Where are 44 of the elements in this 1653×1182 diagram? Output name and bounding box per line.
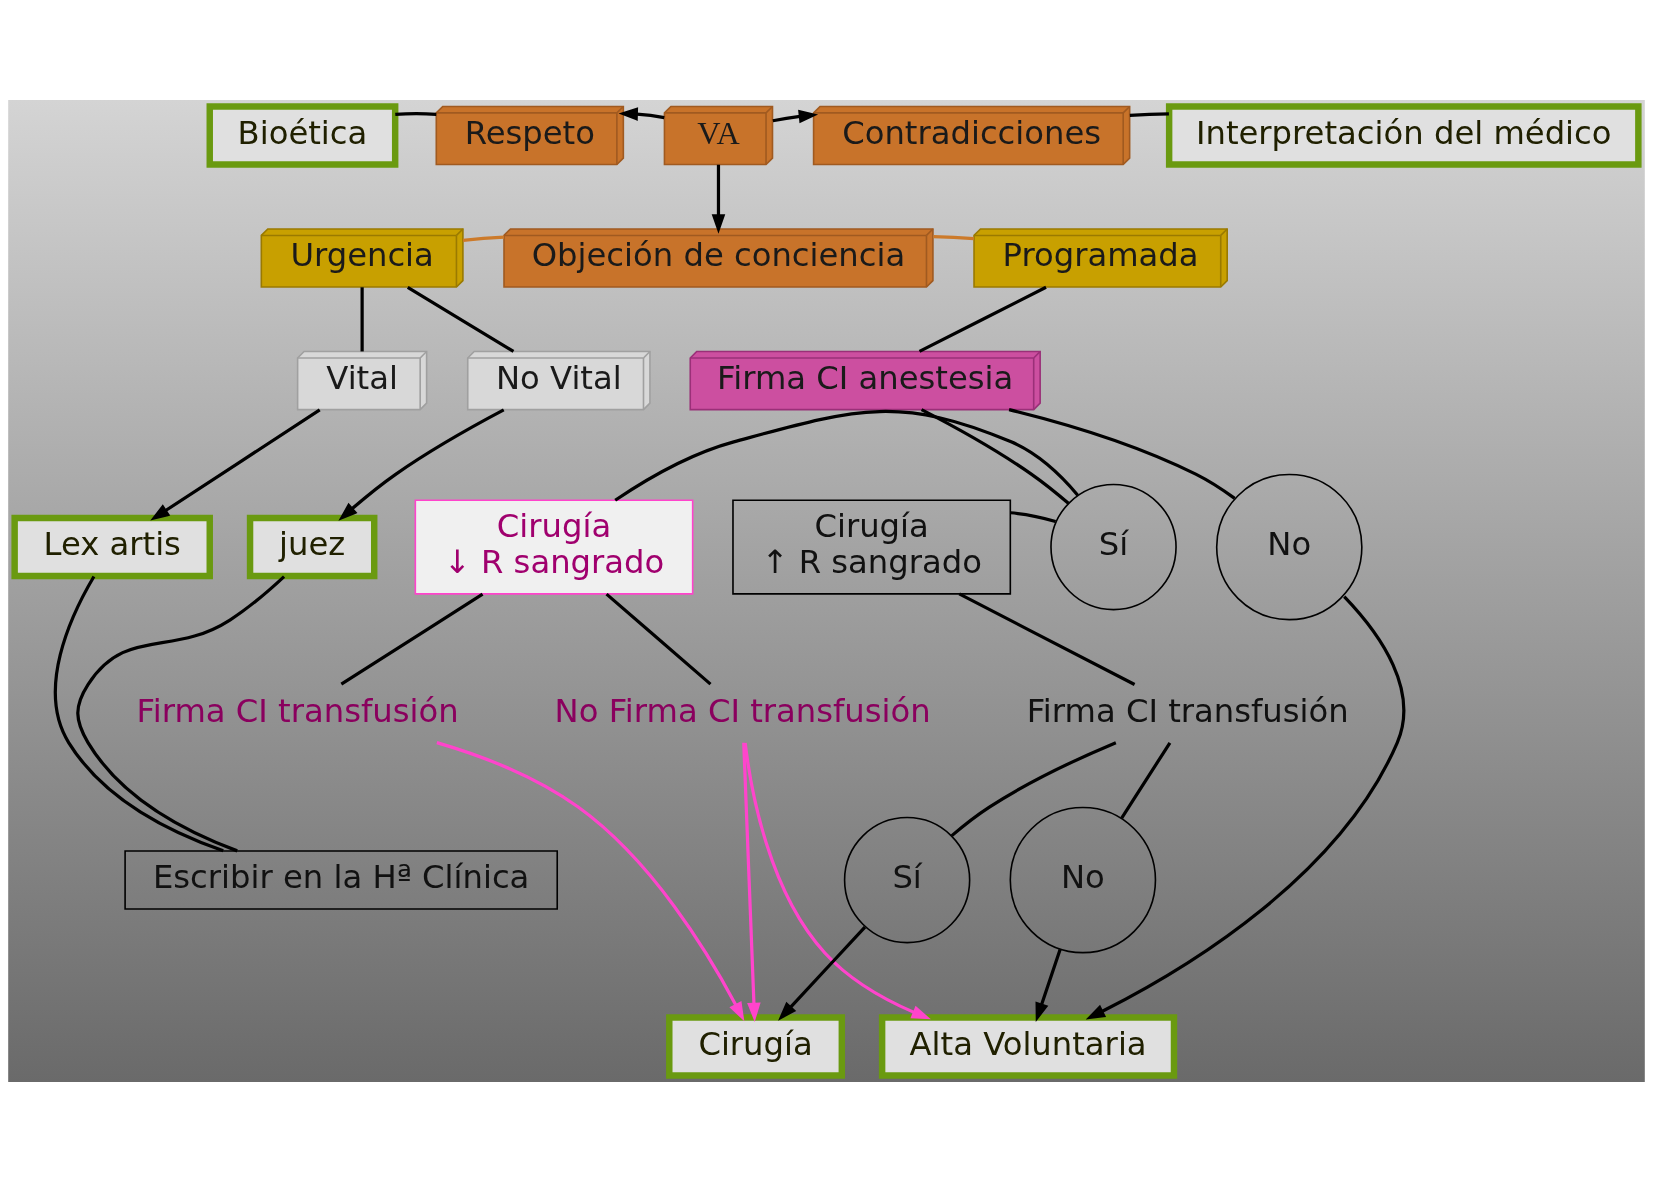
connector	[933, 235, 975, 241]
node-box: Escribir en la Hª Clínica	[124, 850, 559, 910]
connector	[1008, 408, 1236, 500]
arrow	[778, 926, 867, 1021]
node-box: Alta Voluntaria	[878, 1014, 1178, 1079]
connector	[360, 287, 364, 352]
arrow	[150, 408, 321, 521]
connector	[53, 575, 224, 853]
node-text: Firma CI transfusión	[136, 691, 459, 730]
node-box: Cirugía ↑ R sangrado	[732, 499, 1012, 595]
arrow	[742, 742, 761, 1023]
connector	[950, 741, 1117, 837]
node-circle: Sí	[1050, 483, 1177, 611]
node-box: Lex artis	[11, 514, 213, 580]
connector	[1120, 742, 1172, 819]
arrow	[772, 109, 819, 124]
connector	[395, 112, 437, 117]
node-text: Firma CI transfusión	[1026, 691, 1349, 730]
connector	[76, 575, 286, 853]
arrow	[436, 741, 745, 1022]
connector	[920, 408, 1070, 505]
arrow	[1035, 948, 1062, 1022]
connector	[605, 592, 712, 686]
connector	[918, 285, 1047, 353]
connector	[614, 410, 1079, 502]
node-box: Cirugía ↓ R sangrado	[414, 499, 694, 595]
node-circle: No	[1215, 473, 1363, 621]
node-circle: Sí	[843, 816, 971, 944]
connector	[462, 235, 505, 242]
node-box: Interpretación del médico	[1165, 103, 1642, 168]
connector	[958, 592, 1136, 686]
arrow	[338, 408, 505, 521]
arrow	[743, 742, 931, 1020]
node-circle: No	[1009, 806, 1157, 954]
node-box: juez	[246, 514, 378, 580]
node-text: No Firma CI transfusión	[554, 691, 931, 730]
connector	[1010, 511, 1057, 524]
connector	[1129, 112, 1169, 117]
node-box: Bioética	[206, 103, 399, 168]
arrow	[1085, 595, 1406, 1020]
arrow	[711, 164, 726, 234]
connector	[340, 592, 484, 686]
connector	[406, 285, 515, 353]
node-box: Cirugía	[666, 1014, 846, 1079]
